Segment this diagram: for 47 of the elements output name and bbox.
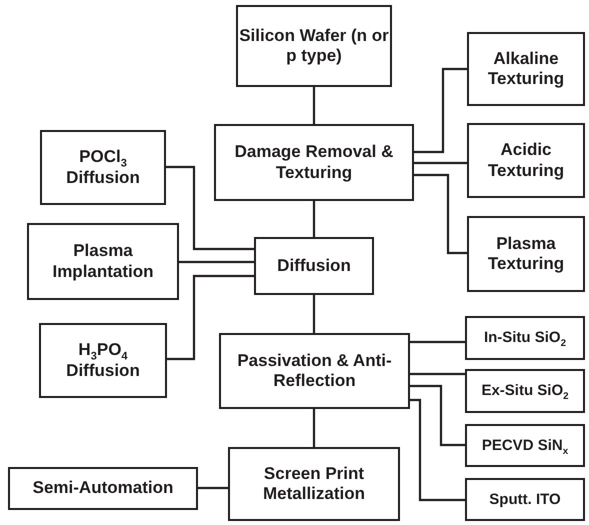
process-box — [254, 237, 374, 295]
box-label: Acidic Texturing — [486, 140, 566, 181]
connector-line — [198, 486, 228, 490]
box-label: In-Situ SiO$_{2}$ — [484, 329, 566, 347]
box-label: Silicon Wafer (n or p type) — [238, 26, 390, 66]
process-box — [465, 424, 585, 467]
process-box — [219, 333, 410, 409]
box-label: POCl$_{3}$ Diffusion — [65, 147, 141, 188]
connector-line — [167, 274, 254, 360]
process-box — [214, 124, 414, 201]
box-label: Plasma Implantation — [51, 241, 155, 282]
connector-line — [312, 295, 316, 333]
process-box — [465, 478, 585, 521]
process-box — [467, 216, 585, 292]
box-label: PECVD SiN$_{x}$ — [482, 436, 568, 454]
connector-line — [166, 166, 254, 250]
process-box — [467, 123, 585, 198]
box-label: Diffusion — [277, 256, 351, 276]
process-box — [236, 5, 392, 87]
box-label: Alkaline Texturing — [486, 48, 566, 90]
connector-line — [312, 409, 316, 447]
connector-line — [179, 260, 254, 264]
connector-line — [410, 384, 465, 446]
box-label: Plasma Texturing — [486, 234, 566, 274]
connector-line — [414, 68, 467, 154]
box-label: H$_{3}$PO$_{4}$ Diffusion — [65, 340, 141, 381]
connector-line — [414, 174, 467, 254]
connector-line — [312, 201, 316, 237]
box-label: Semi-Automation — [32, 478, 174, 499]
box-label: Ex-Situ SiO$_{2}$ — [481, 382, 569, 400]
process-box — [228, 447, 400, 521]
connector-line — [414, 162, 467, 164]
box-label: Sputt. ITO — [489, 490, 561, 508]
process-box — [40, 130, 166, 205]
process-box — [39, 323, 167, 398]
process-box — [467, 32, 585, 106]
box-label: Passivation & Anti-Reflection — [236, 350, 393, 392]
process-box — [465, 316, 585, 360]
connector-line — [410, 398, 465, 502]
process-box — [8, 467, 198, 510]
process-box — [465, 369, 585, 413]
process-box — [27, 223, 179, 300]
connector-line — [410, 372, 465, 376]
connector-line — [410, 340, 465, 344]
box-label: Screen Print Metallization — [262, 464, 366, 504]
connector-line — [312, 87, 316, 124]
box-label: Damage Removal & Texturing — [234, 142, 394, 183]
